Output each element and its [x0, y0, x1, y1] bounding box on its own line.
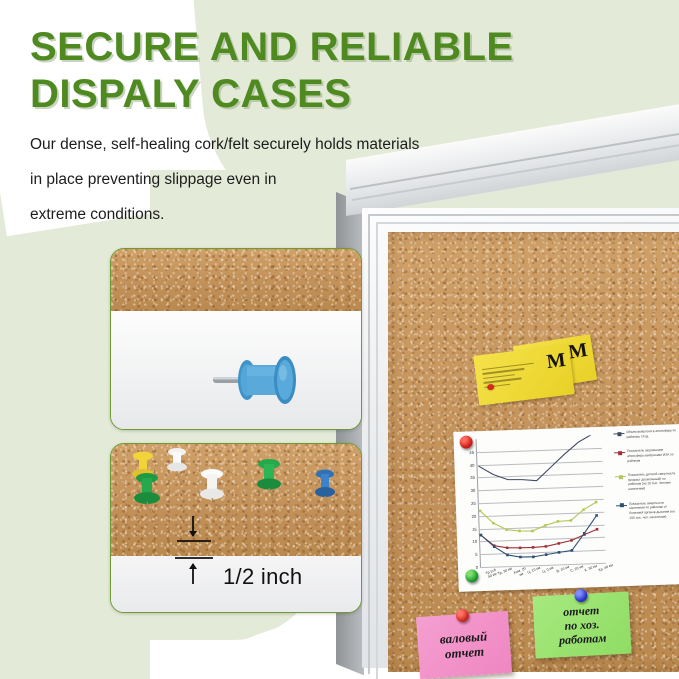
red-pushpin-icon[interactable]	[459, 435, 473, 449]
y-tick-label: 15	[471, 526, 477, 532]
series-line	[480, 515, 598, 558]
inset-thickness-closeup: 1/2 inch	[110, 443, 362, 613]
series-marker	[505, 528, 508, 531]
frame-inner-2	[376, 222, 679, 679]
legend-label: Показатель смертности населения по район…	[628, 500, 675, 520]
frame-inner-1	[368, 214, 679, 674]
sticky-note-pink[interactable]: валовый отчет	[415, 608, 513, 679]
legend-label: Показатель детской смертности (возраст д…	[627, 471, 676, 492]
pushpin-white-icon-2	[200, 469, 224, 511]
series-line	[478, 434, 593, 482]
series-marker	[531, 546, 535, 549]
legend-label: Показатель загрязнения атмосферы выброса…	[626, 447, 674, 463]
series-marker	[557, 542, 561, 545]
page-title: SECURE AND RELIABLE DISPALY CASES	[30, 24, 630, 118]
x-tick-label: Кр. 40 км	[597, 562, 614, 573]
legend-marker	[614, 474, 626, 479]
series-marker	[532, 555, 535, 559]
red-pushpin-icon[interactable]	[455, 608, 470, 623]
legend-marker	[615, 503, 627, 508]
note-text: валовый отчет	[439, 628, 488, 662]
body-line-2: in place preventing slippage even in	[30, 170, 277, 188]
blue-pushpin-icon[interactable]	[574, 588, 588, 603]
blue-pushpin-icon	[213, 356, 296, 404]
series-marker	[518, 546, 522, 550]
white-base	[111, 556, 361, 612]
yellow-cards-group[interactable]: M M	[473, 334, 598, 406]
headline-line-1: SECURE AND RELIABLE	[30, 25, 514, 69]
body-copy: Our dense, self-healing cork/felt secure…	[30, 128, 500, 233]
series-marker	[595, 527, 599, 531]
series-marker	[479, 533, 483, 537]
headline-line-2: DISPALY CASES	[30, 71, 352, 116]
y-tick-label: 5	[475, 551, 478, 558]
card-logo: M	[545, 349, 564, 374]
series-marker	[557, 551, 561, 554]
board-front-frame: M M	[362, 208, 679, 679]
series-marker	[594, 500, 598, 504]
body-line-1: Our dense, self-healing cork/felt secure…	[30, 136, 420, 153]
bulletin-board: M M	[336, 99, 679, 679]
pushpin-green-icon-2	[257, 459, 281, 503]
pushpin-white-icon-1	[167, 448, 187, 485]
note-text: отчет по хоз. работам	[557, 603, 607, 648]
legend-item: Объем выбросов в атмосферу по районам, т…	[613, 428, 677, 440]
note-line-3: работам	[558, 630, 607, 648]
y-tick-label: 30	[470, 487, 476, 494]
cork-board-surface: M M	[388, 232, 679, 679]
y-tick-label: 10	[472, 539, 478, 545]
white-wall	[111, 311, 361, 429]
pushpin-blue-icon	[315, 469, 335, 509]
series-marker	[492, 545, 496, 549]
inset-pin-closeup	[110, 248, 362, 430]
series-marker	[582, 531, 586, 535]
y-tick-label: 40	[469, 462, 475, 468]
y-tick-label: 45	[469, 449, 475, 455]
series-marker	[556, 520, 560, 523]
series-marker	[505, 546, 509, 550]
series-marker	[544, 553, 548, 556]
green-pushpin-icon[interactable]	[465, 569, 479, 583]
series-marker	[569, 519, 573, 522]
chart-series-lines	[478, 434, 599, 559]
series-marker	[531, 529, 534, 533]
series-marker	[478, 509, 482, 513]
series-marker	[518, 529, 521, 533]
series-line	[480, 528, 598, 549]
body-line-3: extreme conditions.	[30, 205, 165, 223]
y-tick-label: 20	[471, 513, 477, 519]
legend-item: Показатель загрязнения атмосферы выброса…	[614, 447, 678, 463]
series-line	[479, 501, 597, 532]
sticky-note-green[interactable]: отчет по хоз. работам	[532, 588, 632, 659]
pushpin-green-icon-1	[134, 473, 160, 515]
note-line-2: отчет	[444, 643, 485, 662]
legend-item: Показатель детской смертности (возраст д…	[614, 471, 679, 492]
series-marker	[506, 553, 509, 557]
series-marker	[582, 508, 585, 512]
y-tick-label: 25	[471, 500, 476, 506]
measurement-arrows-icon	[175, 516, 213, 584]
legend-marker	[614, 450, 626, 456]
yellow-card-front[interactable]: M	[473, 344, 575, 406]
thickness-measure-graphic	[132, 448, 335, 584]
cork-surface	[111, 249, 361, 311]
series-marker	[544, 545, 548, 548]
thickness-caption: 1/2 inch	[223, 564, 303, 589]
series-marker	[492, 521, 495, 525]
chart-legend: Объем выбросов в атмосферу по районам, т…	[613, 428, 679, 531]
legend-item: Показатель смертности населения по район…	[615, 500, 679, 521]
series-marker	[570, 539, 573, 542]
series-marker	[595, 514, 598, 517]
series-marker	[570, 549, 574, 552]
series-marker	[519, 555, 522, 559]
legend-label: Объем выбросов в атмосферу по районам, т…	[626, 428, 677, 439]
legend-marker	[613, 431, 625, 436]
series-marker	[543, 524, 547, 527]
y-tick-label: 35	[470, 475, 475, 481]
y-tick-label: 0	[475, 564, 479, 570]
